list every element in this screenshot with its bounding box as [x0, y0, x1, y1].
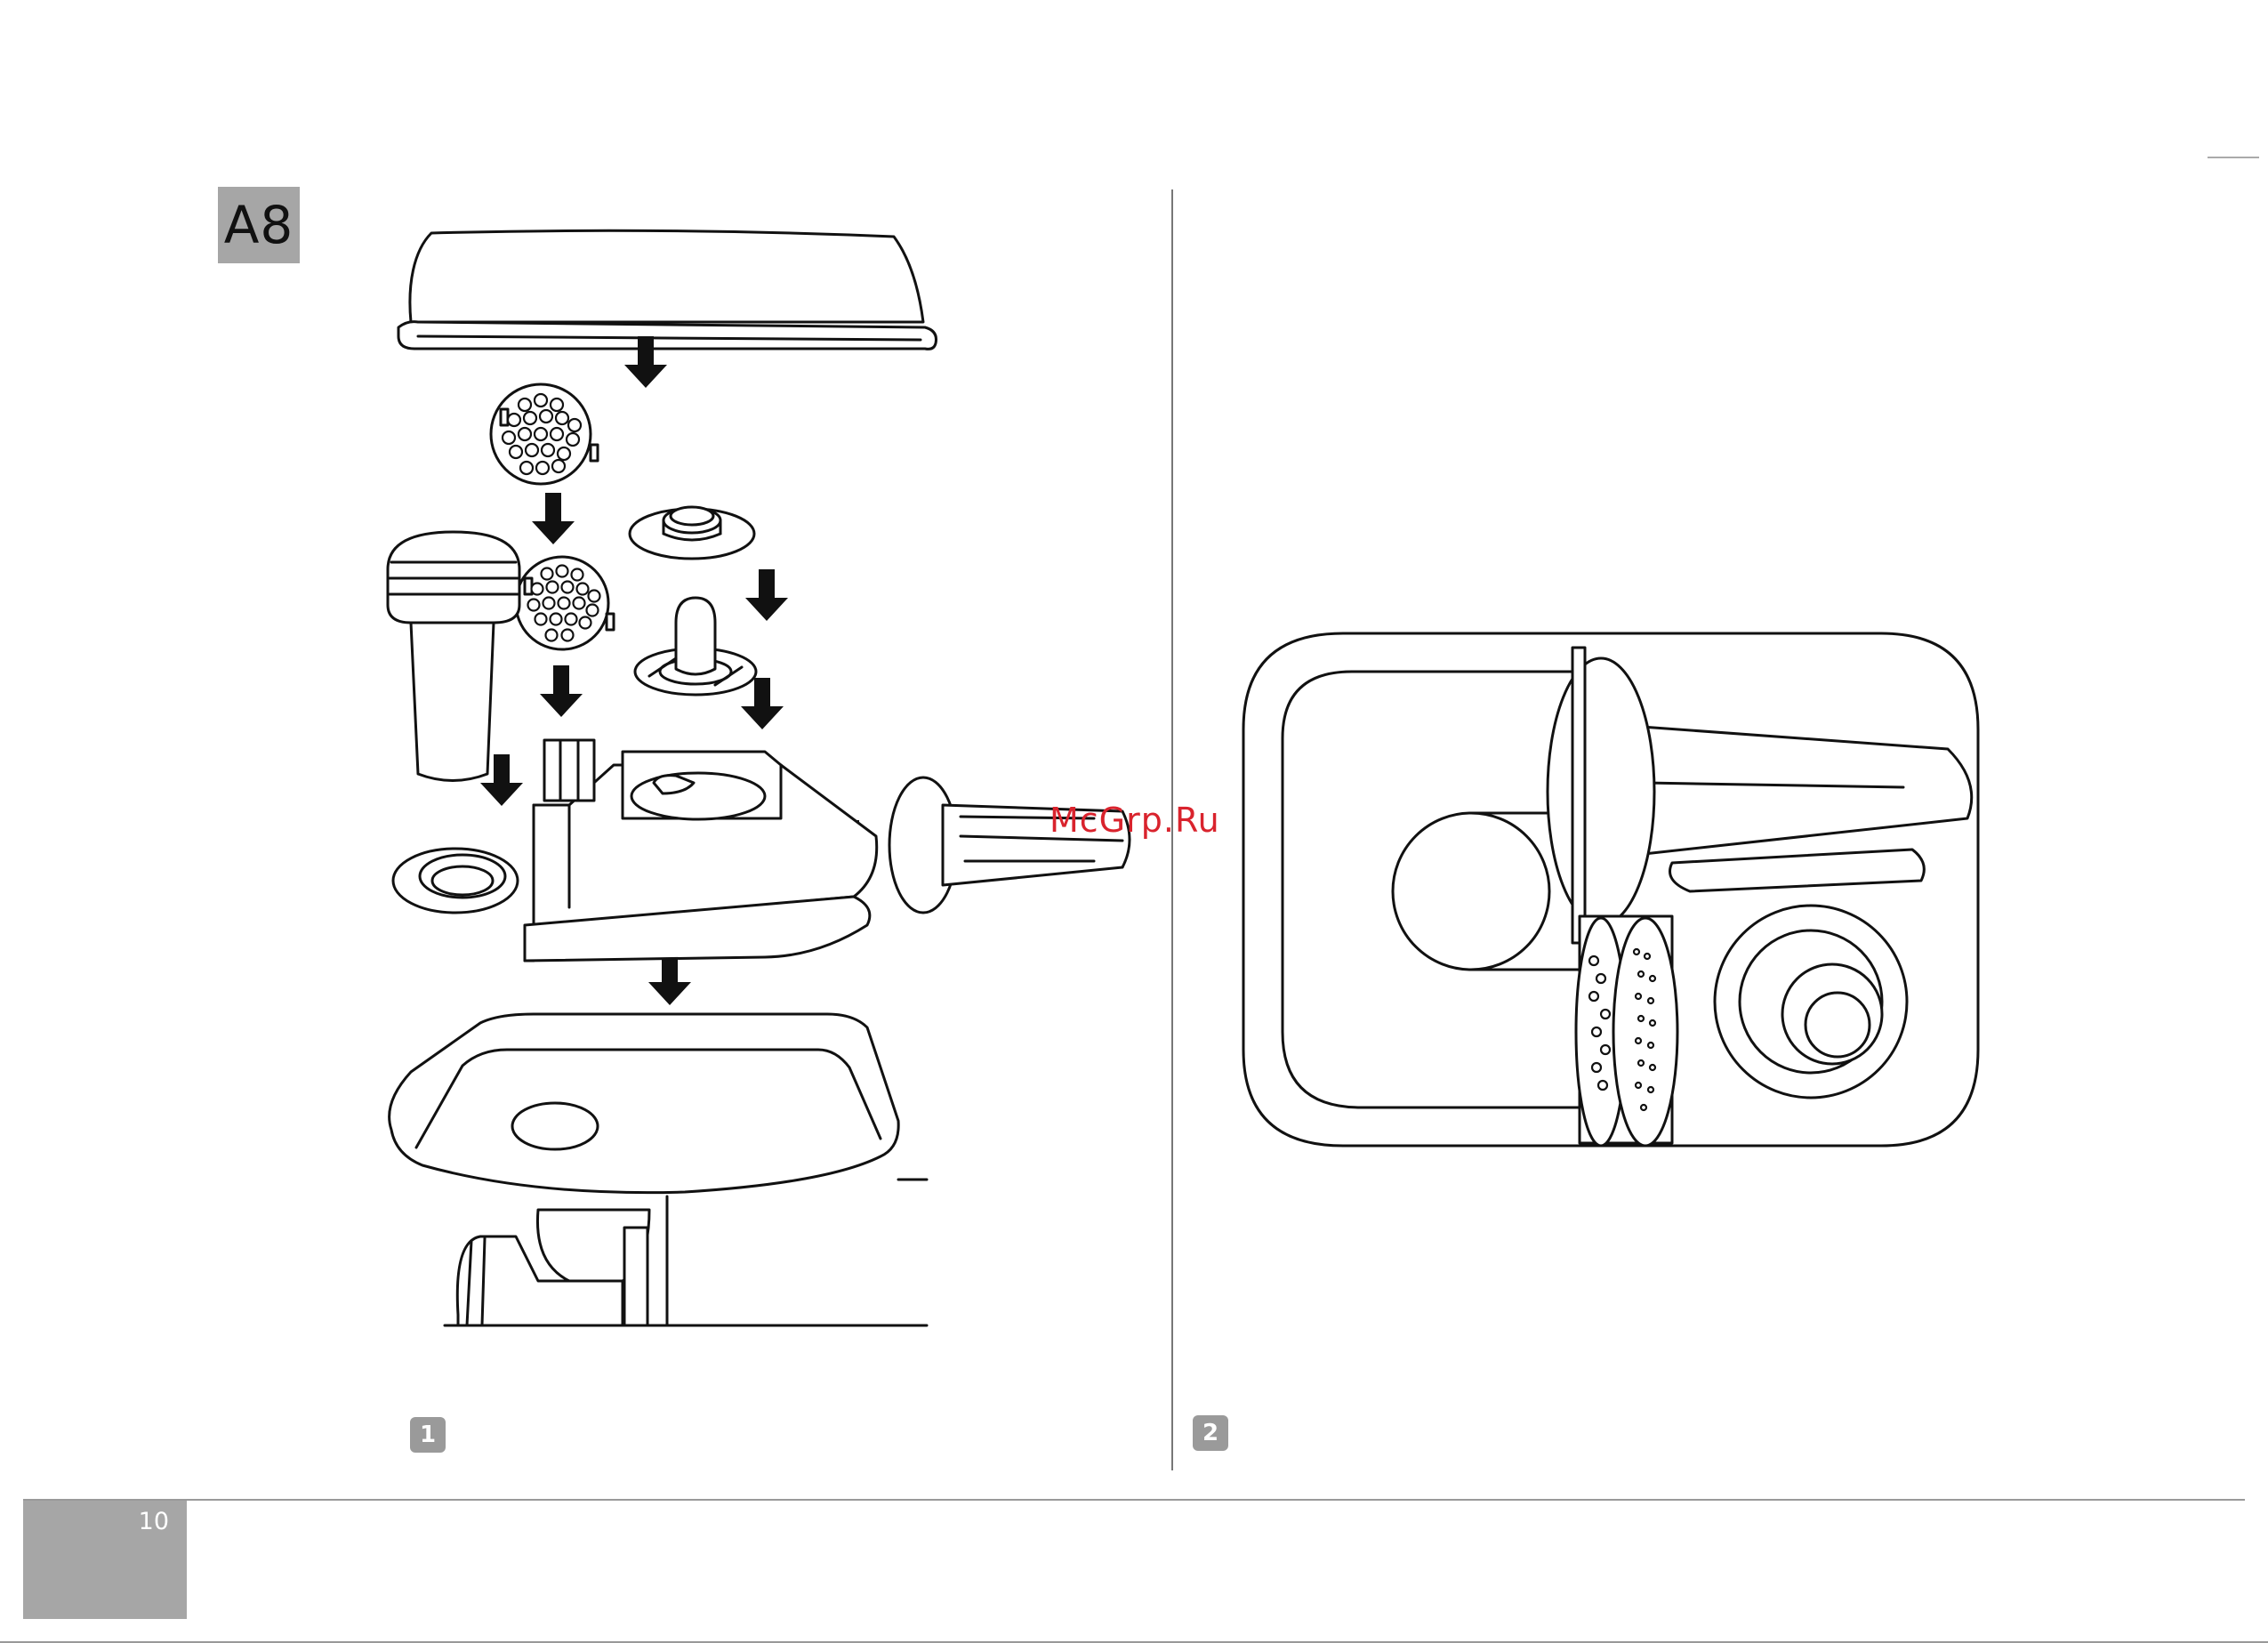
front-ring-part [393, 849, 518, 913]
mincing-plate-fine [516, 557, 614, 649]
motor-housing-part [525, 740, 877, 961]
figure-2-storage-box [1243, 633, 1978, 1146]
step-badge-2: 2 [1193, 1415, 1228, 1451]
cutting-blade-part [635, 598, 756, 695]
step-badge-1: 1 [410, 1417, 446, 1453]
base-tray-part [390, 1014, 927, 1193]
watermark: McGrp.Ru [1050, 801, 1220, 840]
sausage-filler-part [388, 532, 519, 781]
feeding-tray-part [398, 230, 937, 349]
machine-body-part [445, 1196, 927, 1325]
figure-1-exploded-view [388, 230, 1130, 1325]
mincing-plate-coarse [491, 384, 598, 484]
locking-ring-part [630, 507, 754, 559]
stored-plates [1576, 916, 1677, 1146]
worm-screw-part [889, 777, 1130, 913]
